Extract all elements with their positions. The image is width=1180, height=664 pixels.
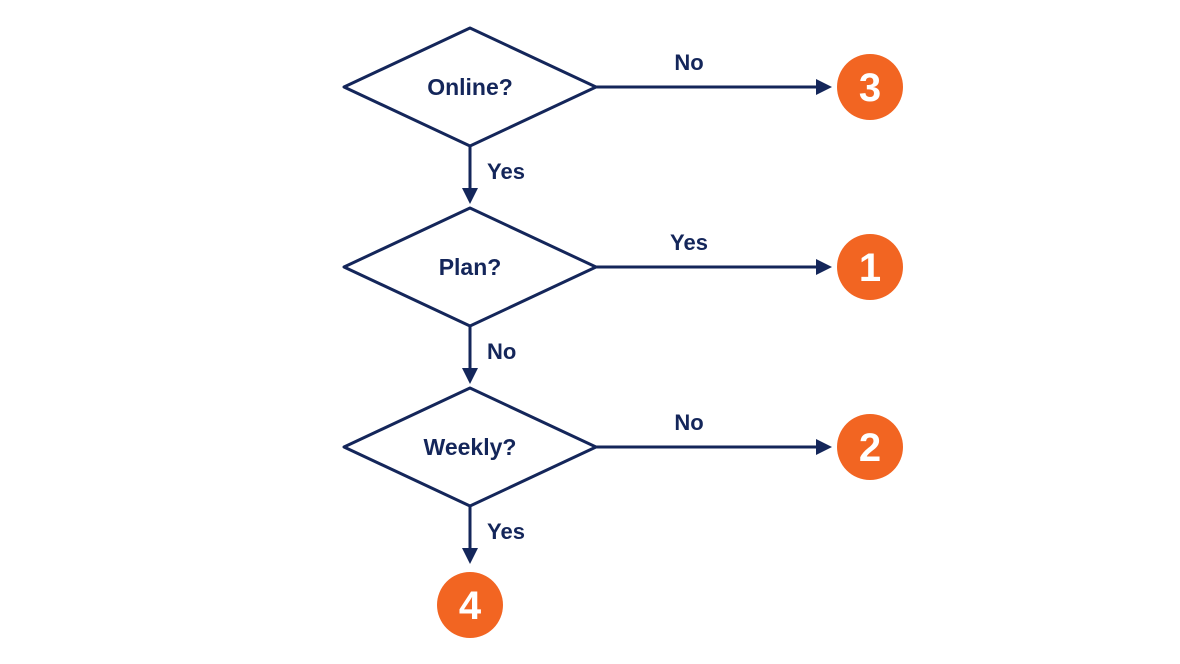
edge-weekly-to-2-label: No [674,410,703,435]
edge-online-to-3-label: No [674,50,703,75]
edge-online-to-3-arrowhead [816,79,832,95]
outcome-3-label: 3 [859,66,881,110]
outcome-2-label: 2 [859,426,881,470]
edge-weekly-to-4-label: Yes [487,519,525,544]
outcome-2-circle [837,414,903,480]
decision-weekly-label: Weekly? [424,434,517,460]
outcome-3-circle [837,54,903,120]
edge-plan-to-1-arrowhead [816,259,832,275]
edge-plan-to-1-label: Yes [670,230,708,255]
edge-online-to-plan-label: Yes [487,159,525,184]
edge-weekly-to-4-arrowhead [462,548,478,564]
edge-plan-to-weekly-arrowhead [462,368,478,384]
edge-online-to-plan-arrowhead [462,188,478,204]
outcome-1-circle [837,234,903,300]
outcome-1-label: 1 [859,246,881,290]
edge-plan-to-weekly-label: No [487,339,516,364]
outcome-4-label: 4 [459,584,482,628]
decision-online-label: Online? [427,74,513,100]
outcome-4-circle [437,572,503,638]
decision-plan-label: Plan? [439,254,502,280]
edge-weekly-to-2-arrowhead [816,439,832,455]
